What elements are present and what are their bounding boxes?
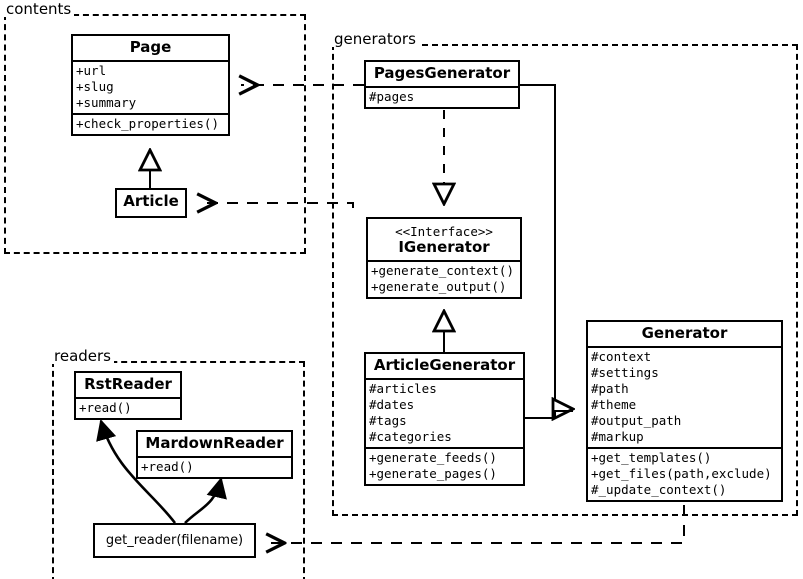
attributes-compartment-articlegenerator: #articles #dates #tags #categories [366,378,523,447]
attributes-compartment-page: +url +slug +summary [73,60,228,113]
class-box-generator[interactable]: Generator #context #settings #path #them… [586,320,783,502]
method-update-context: #_update_context() [591,482,727,497]
package-generators [332,44,798,516]
methods-compartment-igenerator: +generate_context() +generate_output() [368,260,520,297]
association-getreader-to-rstreader [96,419,177,524]
method-generate-feeds: +generate_feeds() [369,450,497,465]
package-readers [52,361,305,579]
dependency-generator-to-getreader [268,505,685,543]
attribute-output-path: #output_path [591,413,682,428]
attribute-settings: #settings [591,365,659,380]
package-contents [4,14,306,254]
package-generators-label: generators [332,31,419,47]
class-name-articlegenerator: ArticleGenerator [373,356,516,374]
method-generate-context: +generate_context() [371,263,514,278]
class-box-rstreader[interactable]: RstReader +read() [74,371,182,420]
generalization-pagesgenerator-to-generator [520,84,573,409]
attribute-slug: +slug [76,79,114,94]
class-name-article: Article [123,192,179,210]
class-name-igenerator-block: <<Interface>> IGenerator [368,219,520,260]
class-name-rstreader: RstReader [84,375,172,393]
attribute-tags: #tags [369,413,407,428]
class-box-page[interactable]: Page +url +slug +summary +check_properti… [71,34,230,136]
attributes-compartment-generator: #context #settings #path #theme #output_… [588,346,781,447]
method-read-rstreader: +read() [79,400,132,415]
generalization-articlegenerator-to-generator [525,410,573,419]
function-box-get-reader[interactable]: get_reader(filename) [93,523,256,558]
method-generate-pages: +generate_pages() [369,466,497,481]
methods-compartment-mardownreader: +read() [138,456,291,477]
class-box-articlegenerator[interactable]: ArticleGenerator #articles #dates #tags … [364,352,525,486]
package-contents-label: contents [4,1,75,17]
class-box-igenerator[interactable]: <<Interface>> IGenerator +generate_conte… [366,217,522,299]
class-name-generator: Generator [641,324,728,342]
class-name-igenerator: IGenerator [398,238,490,256]
methods-compartment-rstreader: +read() [76,397,180,418]
methods-compartment-generator: +get_templates() +get_files(path,exclude… [588,447,781,500]
class-box-pagesgenerator[interactable]: PagesGenerator #pages [364,60,520,109]
class-name-pagesgenerator: PagesGenerator [373,64,511,82]
attribute-dates: #dates [369,397,415,412]
method-get-files: +get_files(path,exclude) [591,466,772,481]
class-name-mardownreader: MardownReader [145,434,284,452]
attribute-path: #path [591,381,629,396]
attribute-articles: #articles [369,381,437,396]
dependency-articlegenerator-to-article [199,203,354,208]
attribute-summary: +summary [76,95,137,110]
methods-compartment-page: +check_properties() [73,113,228,134]
attribute-theme: #theme [591,397,637,412]
methods-compartment-articlegenerator: +generate_feeds() +generate_pages() [366,447,523,484]
attribute-url: +url [76,63,107,78]
method-read-mardownreader: +read() [141,459,194,474]
attribute-pages: #pages [369,89,415,104]
attribute-markup: #markup [591,429,644,444]
package-readers-label: readers [52,348,114,364]
class-box-article[interactable]: Article [115,188,187,218]
method-get-templates: +get_templates() [591,450,712,465]
function-name-get-reader: get_reader(filename) [105,533,244,548]
stereotype-interface: <<Interface>> [395,224,493,239]
association-getreader-to-mardownreader [184,476,227,524]
class-name-page: Page [129,38,172,56]
attribute-context: #context [591,349,652,364]
method-check-properties: +check_properties() [76,116,219,131]
method-generate-output: +generate_output() [371,279,507,294]
attribute-categories: #categories [369,429,452,444]
attributes-compartment-pagesgenerator: #pages [366,86,518,107]
class-box-mardownreader[interactable]: MardownReader +read() [136,430,293,479]
